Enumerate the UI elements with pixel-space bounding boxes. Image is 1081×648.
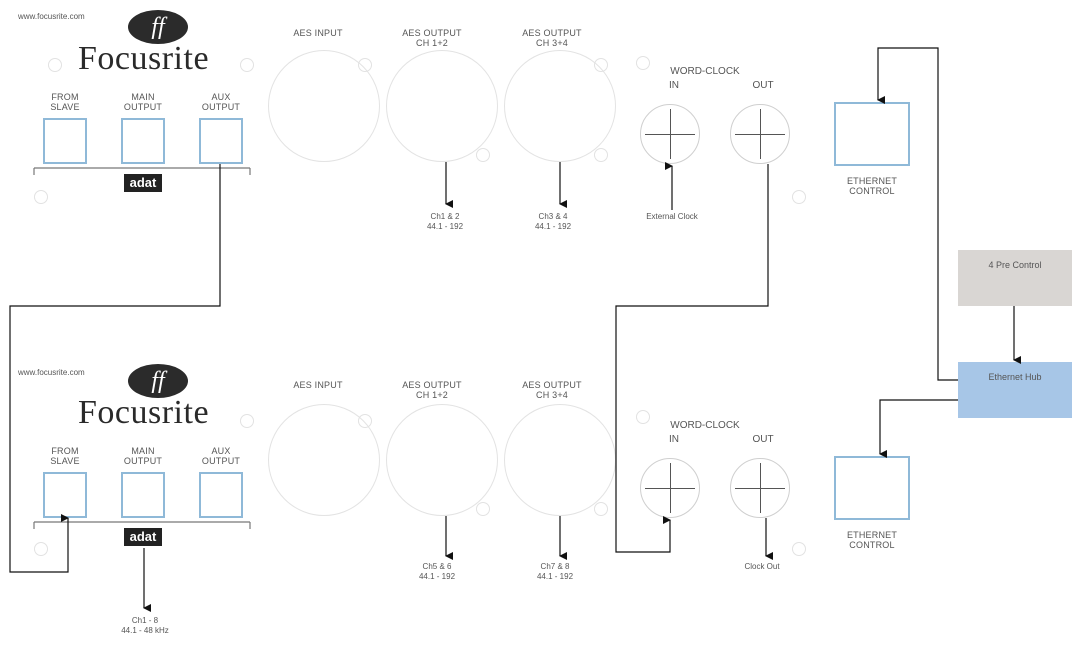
top-screw-icon <box>240 58 254 72</box>
bottom-screw-icon <box>476 502 490 516</box>
bottom-wc-out-label: OUT <box>752 434 774 445</box>
bottom-word-clock-label: WORD-CLOCK <box>670 420 740 431</box>
top-wc-in-connector[interactable] <box>640 104 700 164</box>
top-main-output-port[interactable] <box>121 118 165 164</box>
bottom-aes-out12-connector[interactable] <box>386 404 498 516</box>
bottom-wc-in-connector[interactable] <box>640 458 700 518</box>
top-word-clock-label: WORD-CLOCK <box>670 66 740 77</box>
bottom-aes-input-label: AES INPUT <box>293 380 343 390</box>
top-screw-icon <box>594 148 608 162</box>
ethernet-hub-label: Ethernet Hub <box>988 372 1042 382</box>
top-ethernet-port[interactable] <box>834 102 910 166</box>
top-screw-icon <box>48 58 62 72</box>
top-screw-icon <box>358 58 372 72</box>
bottom-wc-in-label: IN <box>669 434 679 445</box>
top-wc-in-label: IN <box>669 80 679 91</box>
bottom-clock-out-note: Clock Out <box>744 562 780 571</box>
bottom-ethernet-port[interactable] <box>834 456 910 520</box>
bottom-screw-icon <box>636 410 650 424</box>
top-wc-out-label: OUT <box>752 80 774 91</box>
top-focusrite-logo-icon: ff <box>128 10 188 44</box>
bottom-screw-icon <box>240 414 254 428</box>
top-aux-output-port[interactable] <box>199 118 243 164</box>
aux-to-slave-wire <box>9 164 221 573</box>
top-wc-out-connector[interactable] <box>730 104 790 164</box>
bottom-screw-icon <box>792 542 806 556</box>
hub-to-bottom-ethernet-wire <box>879 399 958 458</box>
bottom-adat-logo: adat <box>124 528 162 546</box>
ethernet-hub-box[interactable]: Ethernet Hub <box>958 362 1072 418</box>
hub-to-top-ethernet-wire <box>877 47 958 381</box>
bottom-url: www.focusrite.com <box>18 368 85 377</box>
top-screw-icon <box>594 58 608 72</box>
top-brand: Focusrite <box>78 40 210 77</box>
top-external-clock-note: External Clock <box>646 212 698 221</box>
top-from-slave-port[interactable] <box>43 118 87 164</box>
top-url: www.focusrite.com <box>18 12 85 21</box>
bottom-screw-icon <box>358 414 372 428</box>
bottom-aux-output-port[interactable] <box>199 472 243 518</box>
bottom-brand: Focusrite <box>78 394 210 431</box>
pre-control-box[interactable]: 4 Pre Control <box>958 250 1072 306</box>
top-screw-icon <box>636 56 650 70</box>
top-screw-icon <box>792 190 806 204</box>
wordclock-chain-wire <box>615 164 769 553</box>
top-screw-icon <box>34 190 48 204</box>
top-aes-input-label: AES INPUT <box>293 28 343 38</box>
bottom-main-output-port[interactable] <box>121 472 165 518</box>
bottom-aes-out34-connector[interactable] <box>504 404 616 516</box>
bottom-screw-icon <box>34 542 48 556</box>
bottom-wc-out-connector[interactable] <box>730 458 790 518</box>
top-screw-icon <box>476 148 490 162</box>
bottom-focusrite-logo-icon: ff <box>128 364 188 398</box>
bottom-from-slave-port[interactable] <box>43 472 87 518</box>
top-adat-logo: adat <box>124 174 162 192</box>
top-aes-out12-connector[interactable] <box>386 50 498 162</box>
pre-control-label: 4 Pre Control <box>988 260 1042 270</box>
bottom-screw-icon <box>594 502 608 516</box>
